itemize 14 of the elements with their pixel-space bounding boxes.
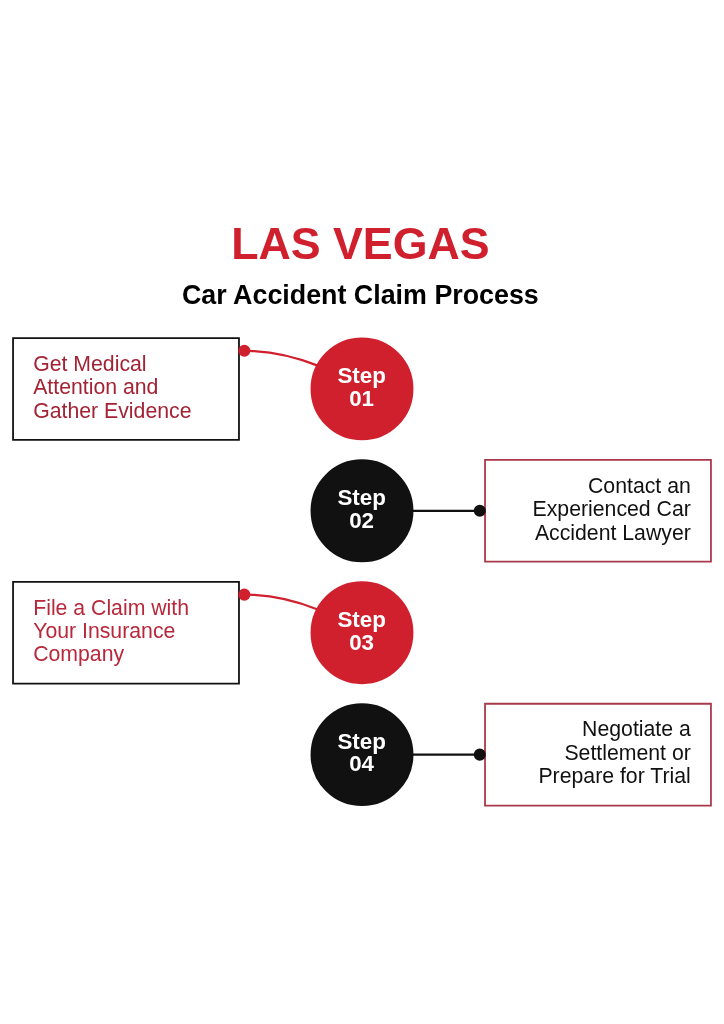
- label: Car Accident Claim Process: [181, 279, 539, 310]
- node-box: Negotiate a Settlement or Prepare for Trial: [484, 702, 712, 806]
- node-circle: Step 04: [310, 702, 414, 806]
- node-box: Get Medical Attention and Gather Evidence: [12, 336, 240, 441]
- node-circle: Step 02: [310, 458, 414, 562]
- diagram-title: LAS VEGAS: [231, 218, 490, 268]
- node-circle: Step 03: [310, 580, 414, 684]
- connector: [238, 344, 318, 366]
- connector: [412, 748, 486, 761]
- node-circle: Step 01: [310, 336, 414, 440]
- node-box: File a Claim with Your Insurance Company: [12, 580, 240, 684]
- node-box: Contact an Experienced Car Accident Lawyer: [484, 458, 712, 563]
- connector: [412, 504, 486, 517]
- connector: [238, 588, 318, 610]
